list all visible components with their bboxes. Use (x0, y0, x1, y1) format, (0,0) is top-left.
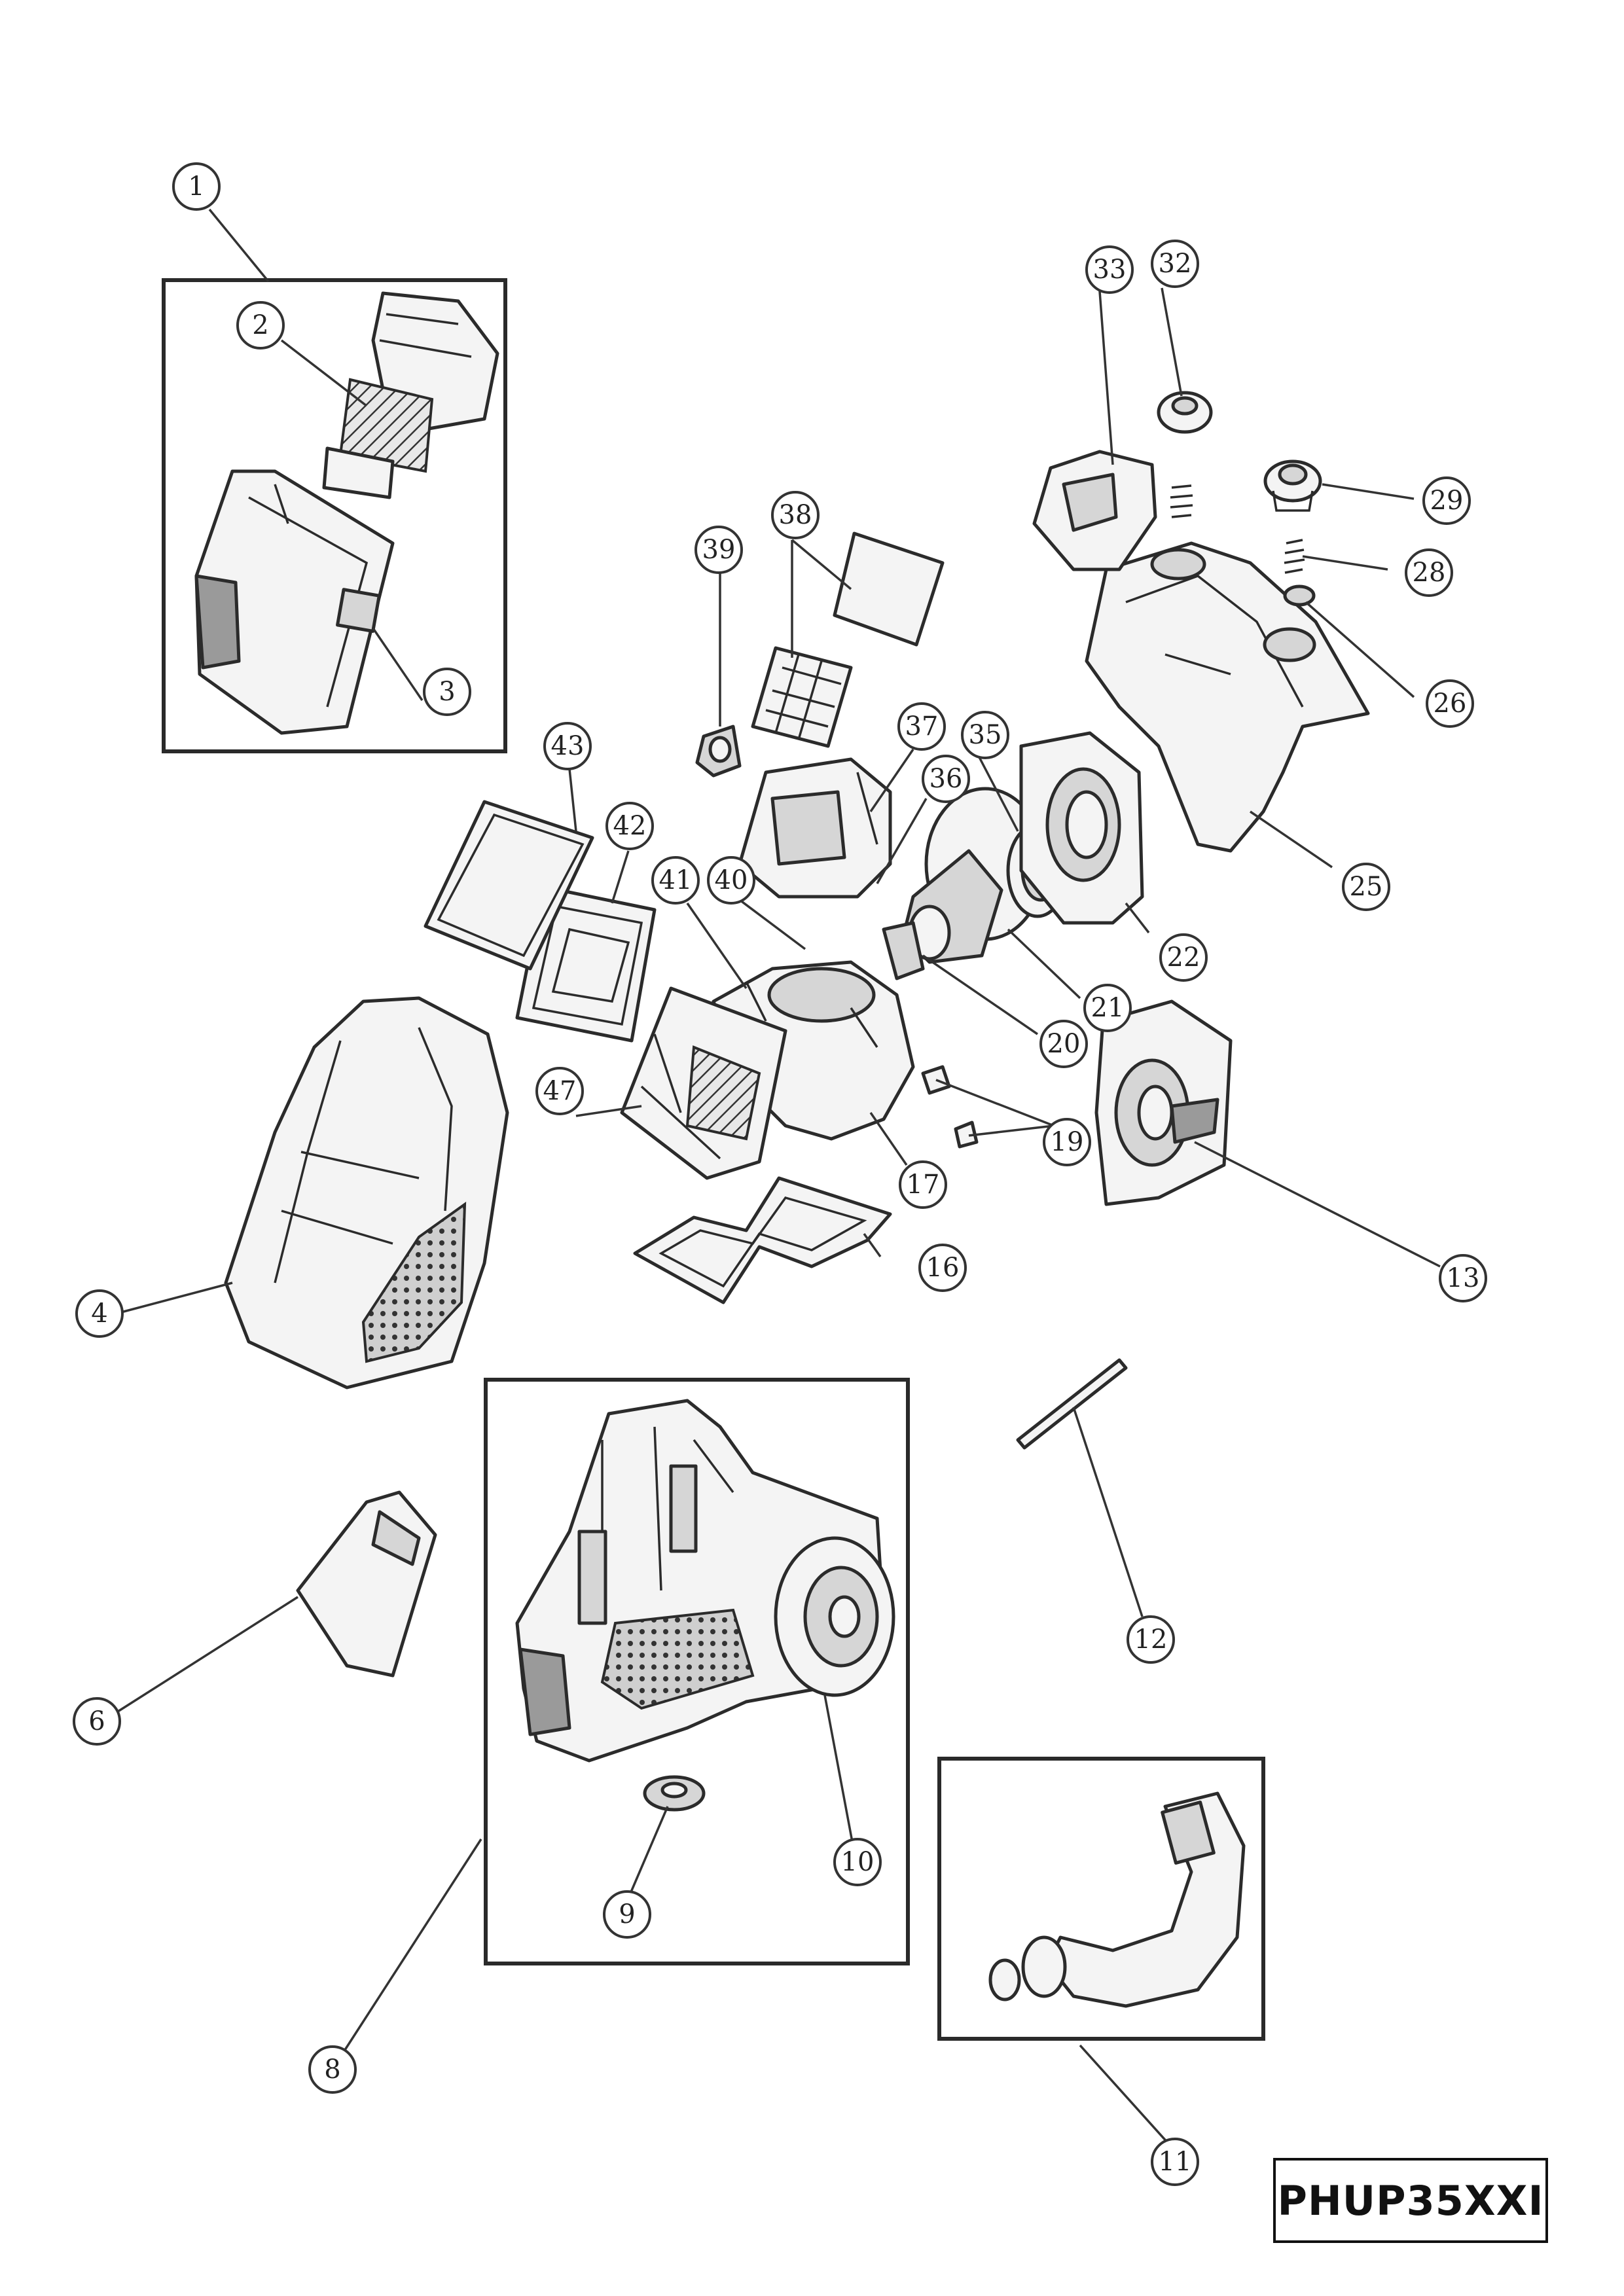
callout-19: 19 (1043, 1118, 1091, 1166)
part-20-brush-holder (882, 921, 925, 980)
svg-text:32: 32 (1159, 249, 1192, 279)
part-38-hepa-filter (751, 646, 853, 748)
part-2-cyclone-filter (322, 291, 499, 499)
callout-16: 16 (918, 1244, 967, 1292)
part-19-clips (921, 1065, 979, 1149)
svg-text:43: 43 (551, 731, 585, 761)
part-38-filter-sheet (833, 531, 945, 647)
svg-text:3: 3 (439, 677, 455, 707)
part-3-dust-bin (194, 469, 395, 735)
callout-32: 32 (1151, 240, 1199, 288)
part-10-wheel (774, 1536, 895, 1697)
callout-22: 22 (1159, 933, 1208, 982)
callout-4: 4 (75, 1289, 124, 1338)
svg-text:4: 4 (91, 1299, 107, 1329)
svg-text:35: 35 (969, 720, 1002, 750)
part-28-spring (1284, 539, 1305, 574)
svg-text:9: 9 (619, 1899, 635, 1929)
svg-text:20: 20 (1047, 1029, 1081, 1059)
svg-text:8: 8 (324, 2054, 340, 2085)
svg-text:17: 17 (907, 1170, 940, 1200)
svg-text:19: 19 (1051, 1127, 1084, 1157)
part-32-power-button (1157, 391, 1213, 518)
frame-cyclone-assembly (162, 278, 507, 753)
svg-text:1: 1 (188, 171, 204, 202)
part-16-gasket (633, 1176, 892, 1304)
svg-text:47: 47 (543, 1076, 577, 1106)
part-12-rod (1016, 1358, 1128, 1450)
callout-38: 38 (771, 491, 820, 539)
svg-text:40: 40 (715, 865, 748, 895)
svg-text:28: 28 (1413, 558, 1446, 588)
svg-text:37: 37 (905, 711, 939, 742)
svg-text:13: 13 (1447, 1263, 1480, 1293)
part-39-knob (695, 725, 742, 778)
part-33-handle-cover (1032, 450, 1157, 571)
callout-29: 29 (1422, 476, 1471, 525)
callout-21: 21 (1083, 984, 1132, 1032)
callout-9: 9 (603, 1890, 651, 1939)
svg-text:10: 10 (841, 1847, 875, 1877)
svg-text:6: 6 (88, 1706, 105, 1736)
part-25-top-cover (1085, 541, 1370, 853)
callout-43: 43 (543, 722, 592, 770)
frame-base-assembly (484, 1378, 910, 1965)
part-13-rear-panel (1094, 999, 1233, 1206)
svg-text:38: 38 (779, 500, 812, 530)
callout-20: 20 (1039, 1020, 1088, 1068)
callout-47: 47 (535, 1067, 584, 1115)
callout-3: 3 (423, 668, 471, 716)
svg-text:36: 36 (929, 764, 963, 794)
callout-41: 41 (651, 856, 700, 905)
model-label-box: PHUP35XXI (1273, 2158, 1548, 2243)
part-26-button-seat (1283, 584, 1316, 607)
callout-42: 42 (605, 802, 654, 850)
part-6-small-cover (296, 1490, 437, 1677)
callout-8: 8 (308, 2045, 357, 2094)
svg-text:29: 29 (1430, 486, 1464, 516)
callout-36: 36 (922, 755, 970, 803)
callout-2: 2 (236, 301, 285, 350)
part-9-caster (643, 1775, 706, 1812)
part-37-filter-housing (738, 757, 892, 899)
svg-text:26: 26 (1434, 689, 1467, 719)
part-29-button (1263, 459, 1322, 512)
svg-text:41: 41 (659, 865, 693, 895)
part-43-filter-pad (424, 800, 594, 971)
callout-10: 10 (833, 1838, 882, 1886)
svg-text:33: 33 (1093, 255, 1127, 285)
callout-6: 6 (73, 1697, 121, 1746)
callout-40: 40 (707, 856, 755, 905)
svg-text:22: 22 (1167, 942, 1200, 973)
callout-28: 28 (1405, 548, 1453, 597)
svg-text:42: 42 (613, 811, 647, 841)
callout-35: 35 (961, 711, 1009, 759)
svg-text:25: 25 (1350, 872, 1383, 902)
callout-39: 39 (695, 526, 743, 574)
part-4-outer-shell (224, 996, 509, 1390)
callout-33: 33 (1085, 245, 1134, 294)
callout-13: 13 (1439, 1254, 1487, 1302)
svg-text:16: 16 (926, 1253, 960, 1283)
frame-hose-inlet (937, 1757, 1265, 2041)
callout-1: 1 (172, 162, 221, 211)
callout-17: 17 (899, 1160, 947, 1209)
callout-12: 12 (1127, 1615, 1175, 1664)
svg-text:12: 12 (1134, 1624, 1168, 1655)
part-47-filter-tray (620, 986, 787, 1180)
part-11-inlet-hose (988, 1791, 1246, 2008)
svg-text:2: 2 (252, 310, 268, 340)
svg-text:11: 11 (1159, 2147, 1192, 2177)
svg-text:21: 21 (1091, 993, 1125, 1023)
callout-37: 37 (897, 702, 946, 751)
svg-text:39: 39 (702, 535, 736, 565)
callout-25: 25 (1342, 863, 1390, 911)
model-label: PHUP35XXI (1277, 2176, 1544, 2225)
callout-11: 11 (1151, 2138, 1199, 2186)
leader-lines (117, 208, 1441, 2145)
callout-26: 26 (1426, 679, 1474, 728)
part-22-motor-mount (1019, 731, 1144, 925)
